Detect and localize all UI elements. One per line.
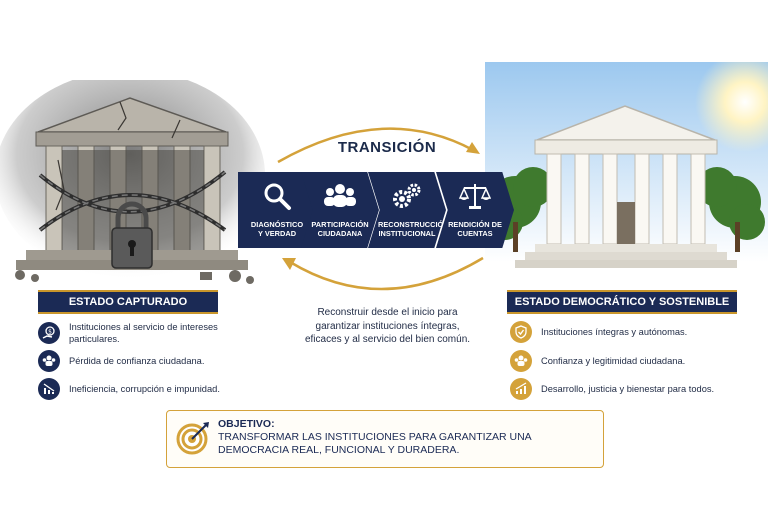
transition-title: TRANSICIÓN — [337, 139, 437, 156]
people-icon — [38, 350, 60, 372]
step-accountability: Rendición de cuentas — [436, 172, 514, 248]
captured-item: Ineficiencia, corrupción e impunidad. — [38, 378, 248, 400]
step-label: Diagnóstico y verdad — [250, 220, 304, 238]
step-participation: Participación ciudadana — [301, 172, 379, 248]
captured-item: Pérdida de confianza ciudadana. — [38, 350, 248, 372]
people-icon — [301, 181, 379, 211]
democratic-state-title: ESTADO DEMOCRÁTICO Y SOSTENIBLE — [507, 290, 737, 314]
growth-chart-icon — [510, 378, 532, 400]
shield-check-icon — [510, 321, 532, 343]
captured-item-text: Pérdida de confianza ciudadana. — [69, 356, 205, 366]
captured-state-title: ESTADO CAPTURADO — [38, 290, 218, 314]
objective-text: Transformar las instituciones para garan… — [218, 431, 532, 456]
step-diagnosis: Diagnóstico y verdad — [238, 172, 316, 248]
democratic-building-illustration — [485, 62, 768, 290]
democratic-item-text: Desarrollo, justicia y bienestar para to… — [541, 384, 715, 394]
step-label: Participación ciudadana — [311, 220, 369, 238]
scales-icon — [436, 181, 514, 211]
democratic-item-text: Confianza y legitimidad ciudadana. — [541, 356, 686, 366]
democratic-item-text: Instituciones íntegras y autónomas. — [541, 327, 688, 337]
svg-text:$: $ — [48, 329, 52, 336]
target-icon — [176, 422, 209, 455]
captured-building-illustration — [0, 80, 265, 284]
captured-item: $ Instituciones al servicio de intereses… — [38, 321, 248, 345]
democratic-item: Instituciones íntegras y autónomas. — [510, 321, 750, 343]
step-label: Rendición de cuentas — [448, 220, 502, 238]
captured-item-text: Ineficiencia, corrupción e impunidad. — [69, 384, 220, 394]
people-icon — [510, 350, 532, 372]
objective-title: OBJETIVO: — [218, 418, 275, 430]
magnifier-icon — [238, 181, 316, 211]
democratic-item: Desarrollo, justicia y bienestar para to… — [510, 378, 750, 400]
step-reconstruction: Reconstrucción institucional — [368, 172, 446, 248]
captured-item-text: Instituciones al servicio de intereses p… — [69, 322, 218, 344]
money-hand-icon: $ — [38, 322, 60, 344]
transition-arrow-forward — [277, 127, 480, 164]
transition-description: Reconstruir desde el inicio para garanti… — [304, 307, 471, 345]
step-label: Reconstrucción institucional — [378, 220, 449, 238]
objective-box — [166, 410, 604, 468]
gears-icon — [368, 181, 446, 211]
transition-arrow-back — [282, 256, 484, 291]
declining-chart-icon — [38, 378, 60, 400]
democratic-item: Confianza y legitimidad ciudadana. — [510, 350, 750, 372]
